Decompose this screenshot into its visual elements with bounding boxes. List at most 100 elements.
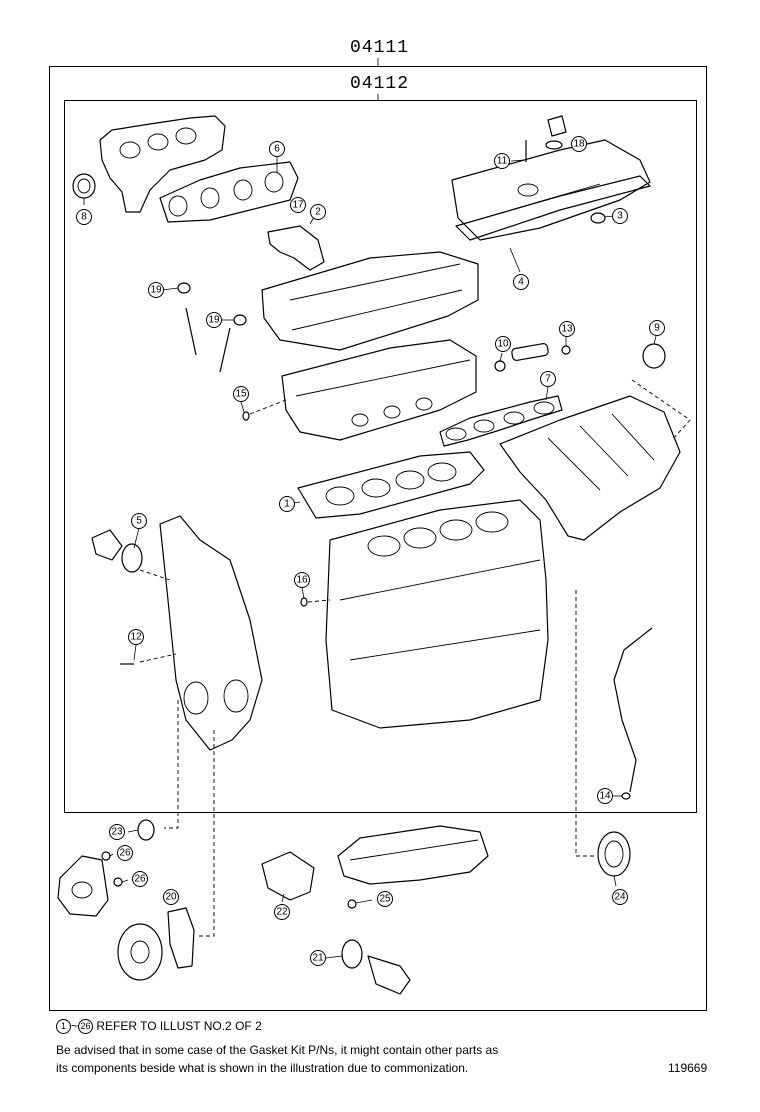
plug-25: [347, 899, 357, 909]
oil-filler-cap: [547, 115, 567, 137]
head-cover-gasket: [455, 175, 651, 241]
callout-11: 11: [494, 153, 510, 169]
svg-text:18: 18: [573, 139, 585, 150]
cylinder-head-cover: [451, 139, 651, 241]
callout-25: 25: [377, 891, 393, 907]
cylinder-block: [325, 499, 549, 729]
ref-start-callout: 1: [56, 1019, 71, 1035]
injector: [511, 342, 549, 362]
svg-text:14: 14: [599, 791, 611, 802]
svg-text:4: 4: [518, 277, 524, 288]
seal-21: [341, 939, 363, 969]
svg-text:6: 6: [274, 144, 280, 155]
callout-leaders: [83, 157, 657, 959]
water-pump-pulley: [117, 923, 163, 981]
callout-15: 15: [233, 386, 249, 402]
svg-text:16: 16: [296, 575, 308, 586]
ref-text: REFER TO ILLUST NO.2 OF 2: [96, 1019, 262, 1033]
svg-text:10: 10: [497, 339, 509, 350]
seal-23: [137, 819, 155, 841]
svg-text:2: 2: [315, 207, 321, 218]
callout-7: 7: [540, 371, 556, 387]
inner-assembly-frame: [64, 100, 697, 813]
cylinder-head-gasket: [297, 451, 485, 519]
callout-17: 17: [290, 197, 306, 213]
svg-text:26: 26: [134, 874, 146, 885]
callout-23: 23: [109, 824, 125, 840]
svg-text:20: 20: [165, 892, 177, 903]
svg-text:19: 19: [150, 285, 162, 296]
injector-seal-10: [494, 360, 506, 372]
svg-text:3: 3: [617, 211, 623, 222]
o-ring-13: [561, 345, 571, 355]
valve-stem-seal-b: [233, 314, 247, 326]
water-inlet-gasket: [121, 543, 143, 573]
callout-12: 12: [128, 629, 144, 645]
callout-3: 3: [612, 208, 628, 224]
oil-seal-8: [72, 173, 96, 199]
o-ring-26b: [113, 877, 123, 887]
callout-18: 18: [571, 136, 587, 152]
callout-16: 16: [294, 572, 310, 588]
svg-text:19: 19: [208, 315, 220, 326]
callout-26b: 26: [132, 871, 148, 887]
intake-manifold-gasket: [439, 395, 563, 447]
oil-pan: [337, 825, 489, 885]
water-pump: [57, 855, 109, 917]
callout-8: 8: [76, 209, 92, 225]
callout-1: 1: [279, 496, 295, 512]
exhaust-manifold: [99, 115, 226, 213]
ref-end-callout: 26: [78, 1019, 94, 1035]
reference-note: 1~26 REFER TO ILLUST NO.2 OF 2: [56, 1019, 262, 1035]
callout-9: 9: [649, 320, 665, 336]
advisory-note-line2: its components beside what is shown in t…: [56, 1061, 469, 1075]
water-inlet: [91, 529, 123, 561]
svg-text:24: 24: [614, 892, 626, 903]
svg-text:1: 1: [284, 499, 290, 510]
outer-assembly-frame: [49, 66, 707, 1011]
intake-manifold: [499, 395, 681, 541]
callout-4: 4: [513, 274, 529, 290]
callout-14: 14: [597, 788, 613, 804]
callout-24: 24: [612, 889, 628, 905]
camshaft-housing-part: [267, 225, 325, 271]
callout-5: 5: [131, 513, 147, 529]
svg-text:22: 22: [276, 907, 288, 918]
callout-10: 10: [495, 336, 511, 352]
svg-text:25: 25: [379, 894, 391, 905]
svg-text:12: 12: [130, 632, 142, 643]
callout-20: 20: [163, 889, 179, 905]
callout-19a: 19: [148, 282, 164, 298]
svg-text:5: 5: [136, 516, 142, 527]
callout-19b: 19: [206, 312, 222, 328]
water-outlet: [367, 955, 411, 995]
exhaust-manifold-gasket: [159, 161, 299, 223]
o-ring-15: [242, 411, 250, 421]
callout-6: 6: [269, 141, 285, 157]
throttle-body-gasket: [642, 343, 666, 369]
assembly-code-04112: 04112: [350, 74, 410, 94]
grommet-3: [590, 212, 606, 224]
advisory-note-line1: Be advised that in some case of the Gask…: [56, 1043, 499, 1057]
filler-cap-gasket: [545, 140, 563, 150]
thermostat-housing: [261, 851, 315, 901]
callout-13: 13: [559, 321, 575, 337]
water-pump-gasket-20: [167, 907, 195, 969]
o-ring-26a: [101, 851, 111, 861]
callout-26a: 26: [117, 845, 133, 861]
timing-chain-cover: [159, 515, 263, 751]
o-ring-14: [621, 792, 631, 800]
svg-text:8: 8: [81, 212, 87, 223]
ref-tilde: ~: [71, 1019, 79, 1033]
svg-text:17: 17: [292, 200, 304, 211]
svg-text:15: 15: [235, 389, 247, 400]
svg-text:7: 7: [545, 374, 551, 385]
svg-text:11: 11: [497, 156, 508, 167]
valve-b: [219, 327, 231, 373]
oil-level-gauge-guide: [613, 627, 653, 793]
camshaft-housing: [261, 251, 479, 351]
svg-text:9: 9: [654, 323, 660, 334]
valve-a: [185, 307, 197, 356]
callout-22: 22: [274, 904, 290, 920]
